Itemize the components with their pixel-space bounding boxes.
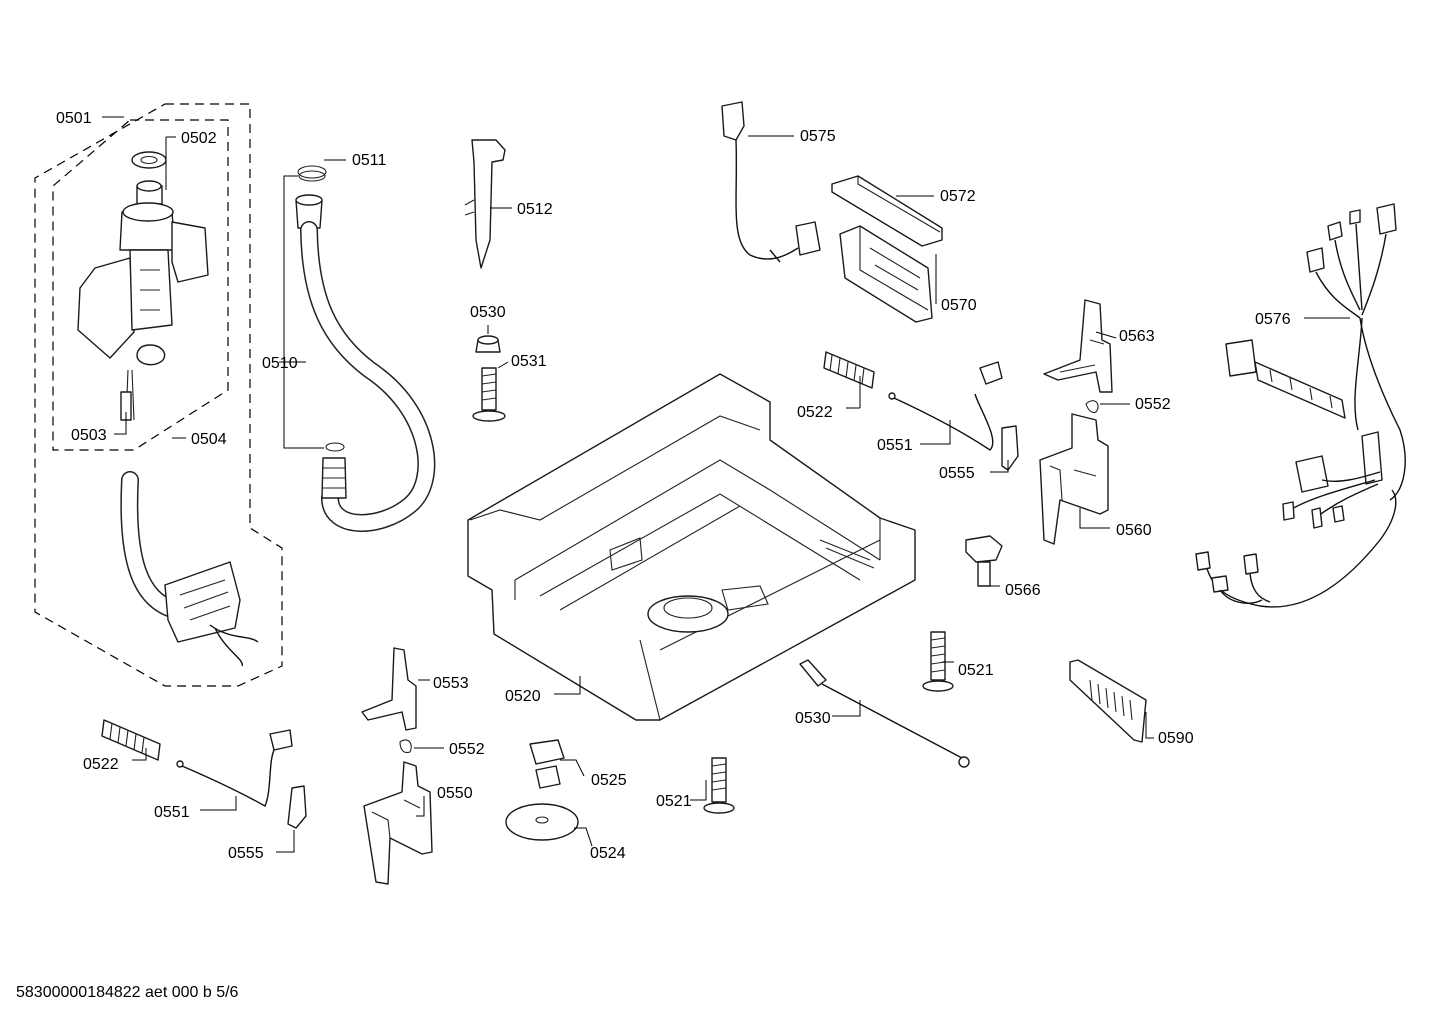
part-0530-rod xyxy=(799,659,970,768)
label-0501: 0501 xyxy=(56,110,92,127)
part-0512-bracket xyxy=(464,139,506,269)
label-0551-right: 0551 xyxy=(877,437,913,454)
part-0521-screw-right xyxy=(922,631,954,692)
label-0531: 0531 xyxy=(511,353,547,370)
label-0502: 0502 xyxy=(181,130,217,147)
part-0572-panel-strip xyxy=(831,175,943,247)
part-0551-cable-right xyxy=(888,361,1003,451)
label-0512: 0512 xyxy=(517,201,553,218)
label-0553: 0553 xyxy=(433,675,469,692)
part-0521-screw-lower xyxy=(703,757,735,814)
part-0550-bracket xyxy=(363,761,433,885)
part-inlet-valve xyxy=(77,202,209,421)
label-0510: 0510 xyxy=(262,355,298,372)
label-0572: 0572 xyxy=(940,188,976,205)
part-0511-hose-clamp xyxy=(297,165,327,182)
part-0551-cable-left xyxy=(176,729,293,807)
label-0552-right: 0552 xyxy=(1135,396,1171,413)
label-0563: 0563 xyxy=(1119,328,1155,345)
document-code: 58300000184822 aet 000 b 5/6 xyxy=(16,984,239,1001)
label-0525: 0525 xyxy=(591,772,627,789)
label-0570: 0570 xyxy=(941,297,977,314)
label-0503: 0503 xyxy=(71,427,107,444)
label-0521-right: 0521 xyxy=(958,662,994,679)
label-0575: 0575 xyxy=(800,128,836,145)
part-0501-assembly xyxy=(34,103,283,687)
leader-lines xyxy=(102,116,1350,853)
part-0552-clip-left xyxy=(399,739,412,754)
part-0555-holder-left xyxy=(287,785,307,829)
label-0511: 0511 xyxy=(352,152,387,169)
part-0525-connector xyxy=(529,739,565,789)
label-0555-left: 0555 xyxy=(228,845,264,862)
part-0576-wiring-harness xyxy=(1195,203,1406,608)
part-labels: 0501 0502 0503 0504 0510 0511 0512 0520 … xyxy=(56,110,1291,862)
part-0504-hose xyxy=(120,471,259,667)
part-0522-spring-left xyxy=(101,719,161,761)
part-0570-control-module xyxy=(839,225,933,323)
part-0563-bracket xyxy=(1043,299,1113,393)
label-0520: 0520 xyxy=(505,688,541,705)
part-0524-disc xyxy=(505,803,579,841)
part-0530-nut xyxy=(475,335,501,353)
label-0530-lower: 0530 xyxy=(795,710,831,727)
label-0566: 0566 xyxy=(1005,582,1041,599)
part-0560-bracket xyxy=(1039,413,1109,545)
part-0590-grille xyxy=(1069,659,1147,743)
label-0521-lower: 0521 xyxy=(656,793,692,810)
label-0530-upper: 0530 xyxy=(470,304,506,321)
label-0560: 0560 xyxy=(1116,522,1152,539)
label-0590: 0590 xyxy=(1158,730,1194,747)
part-0566-sensor xyxy=(965,535,1003,587)
part-0555-holder-right xyxy=(1001,425,1019,471)
label-0550: 0550 xyxy=(437,785,473,802)
label-0576: 0576 xyxy=(1255,311,1291,328)
label-0552-left: 0552 xyxy=(449,741,485,758)
label-0555-right: 0555 xyxy=(939,465,975,482)
part-0520-base-tub xyxy=(467,373,916,721)
part-0552-clip-right xyxy=(1085,400,1099,414)
label-0522-right: 0522 xyxy=(797,404,833,421)
part-0553-bracket xyxy=(361,647,417,731)
label-0504: 0504 xyxy=(191,431,227,448)
label-0551-left: 0551 xyxy=(154,804,190,821)
part-0522-spring-right xyxy=(823,351,875,389)
part-0510-drain-hose xyxy=(295,194,436,532)
part-0575-power-cable xyxy=(721,101,821,263)
label-0524: 0524 xyxy=(590,845,626,862)
label-0522-left: 0522 xyxy=(83,756,119,773)
part-0502-seal-ring xyxy=(131,151,167,205)
part-0531-screw xyxy=(472,367,506,422)
